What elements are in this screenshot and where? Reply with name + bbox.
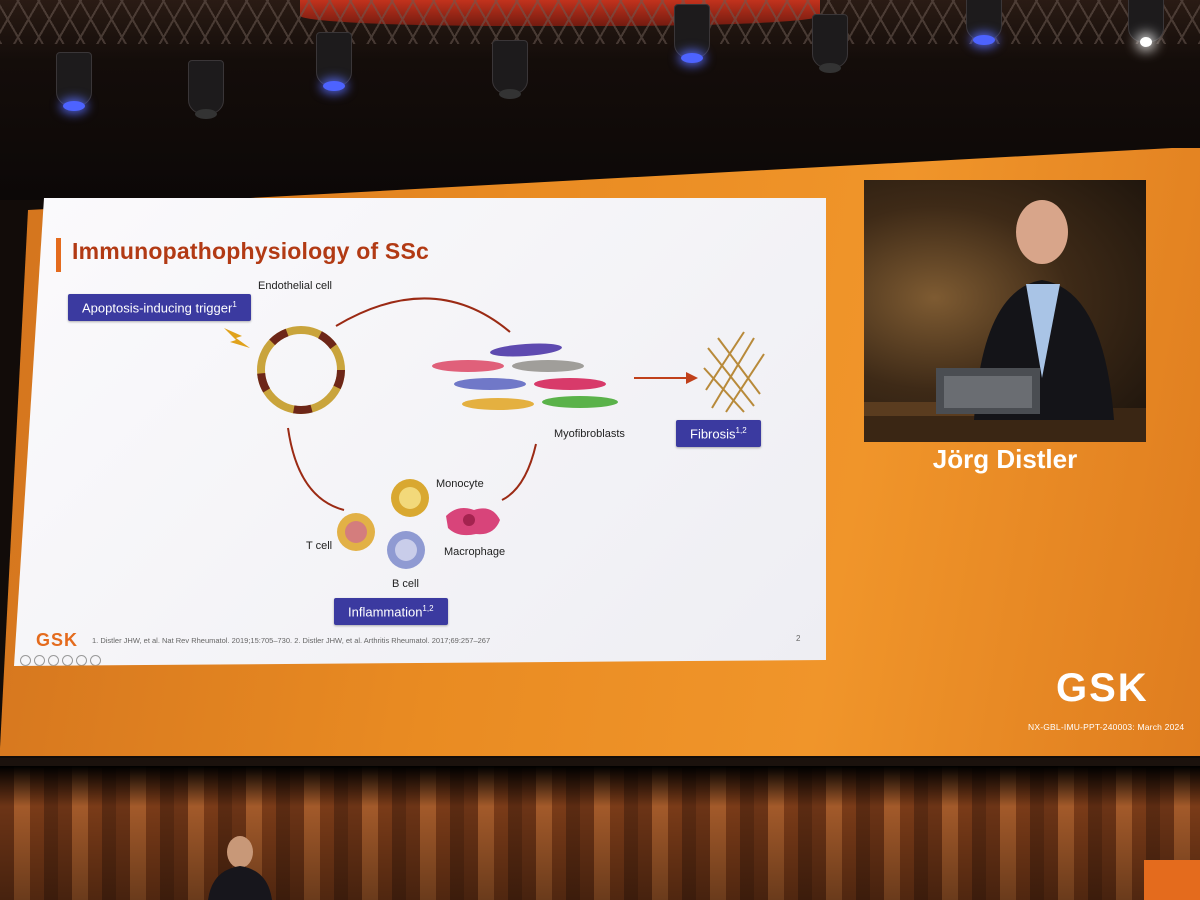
fibrosis-mesh	[703, 331, 765, 413]
slide-title: Immunopathophysiology of SSc	[72, 238, 430, 264]
t-cell	[337, 513, 375, 551]
pathophysiology-diagram	[224, 297, 765, 569]
stage-light	[188, 60, 224, 119]
presenter-controls[interactable]	[20, 653, 104, 666]
fibrosis-tag-sup: 1,2	[735, 426, 747, 435]
lightning-icon	[224, 328, 250, 348]
next-icon[interactable]	[34, 655, 45, 666]
lighting-truss	[0, 0, 1200, 44]
cycle-arrow	[501, 443, 537, 501]
b-cell	[387, 531, 425, 569]
trigger-tag-sup: 1	[232, 300, 237, 309]
speaker-figure	[864, 200, 1146, 442]
label-t-cell: T cell	[306, 540, 333, 552]
fibrosis-arrow-head	[686, 372, 698, 384]
fibrosis-tag-text: Fibrosis	[690, 426, 736, 442]
stage-light	[966, 0, 1002, 45]
subtitle-icon[interactable]	[76, 655, 87, 666]
inflammation-tag: Inflammation1,2	[334, 598, 448, 626]
title-accent-bar	[56, 238, 61, 272]
slide-footnote: 1. Distler JHW, et al. Nat Rev Rheumatol…	[92, 636, 491, 645]
stage-light	[812, 14, 848, 73]
myofibroblast-cluster	[432, 343, 618, 410]
prev-icon[interactable]	[20, 655, 31, 666]
monocyte-cell	[391, 479, 429, 517]
label-b-cell: B cell	[392, 578, 419, 590]
stage-light	[56, 52, 92, 111]
macrophage-cell	[446, 508, 500, 536]
label-monocyte: Monocyte	[436, 478, 484, 490]
audience-person	[208, 836, 1200, 900]
stage-light	[674, 4, 710, 63]
stage-light	[1128, 0, 1164, 47]
more-icon[interactable]	[90, 655, 101, 666]
stage-edge	[0, 758, 1200, 768]
presentation-slide: Immunopathophysiology of SSc Apoptosis-i…	[14, 198, 826, 666]
label-endothelial-cell: Endothelial cell	[258, 280, 332, 292]
cycle-arrow	[287, 427, 345, 511]
stage-light	[492, 40, 528, 99]
slide-number: 2	[796, 634, 801, 643]
speaker-video	[864, 180, 1146, 442]
screen-gsk-logo: GSK	[1056, 666, 1149, 710]
inflammation-tag-text: Inflammation	[348, 604, 423, 620]
zoom-icon[interactable]	[62, 655, 73, 666]
endothelial-cell-ring	[257, 326, 345, 414]
slide-gsk-logo: GSK	[36, 630, 79, 650]
fibrosis-tag: Fibrosis1,2	[676, 420, 761, 448]
label-myofibroblasts: Myofibroblasts	[554, 428, 625, 440]
stage-light	[316, 32, 352, 91]
document-code: NX-GBL-IMU-PPT-240003: March 2024	[1028, 722, 1185, 732]
inflammation-tag-sup: 1,2	[422, 604, 434, 613]
pen-icon[interactable]	[48, 655, 59, 666]
cycle-arrow	[335, 297, 511, 333]
speaker-name: Jörg Distler	[932, 444, 1078, 474]
curtain-shade	[0, 766, 1200, 900]
label-macrophage: Macrophage	[444, 546, 506, 558]
trigger-tag: Apoptosis-inducing trigger1	[68, 294, 251, 322]
trigger-tag-text: Apoptosis-inducing trigger	[82, 300, 233, 316]
